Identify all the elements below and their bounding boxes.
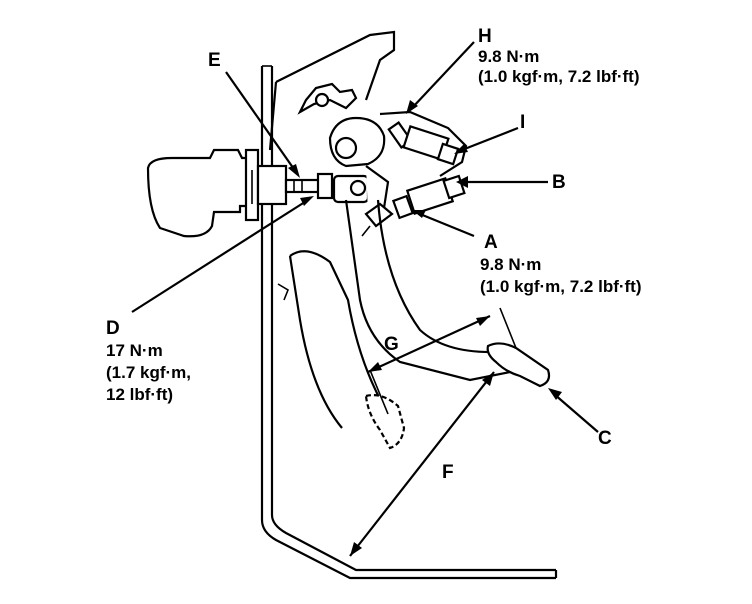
label-h: H <box>478 26 492 47</box>
switch-b <box>391 174 466 220</box>
label-f: F <box>442 462 454 483</box>
h-torque: 9.8 N·m <box>478 47 539 66</box>
a-torque: 9.8 N·m <box>480 255 541 274</box>
d-torque-alt-1: (1.7 kgf·m, <box>106 363 191 382</box>
clutch-pedal <box>277 250 406 450</box>
label-g: G <box>384 334 399 355</box>
pedal-pivot-assembly <box>297 82 394 237</box>
leader-lines <box>131 41 599 433</box>
d-torque-alt-2: 12 lbf·ft) <box>106 385 173 404</box>
dimension-g <box>367 307 517 415</box>
master-cylinder <box>146 148 288 238</box>
pedal-bracket <box>268 30 468 177</box>
push-rod <box>284 172 334 200</box>
label-d: D <box>106 318 120 339</box>
brake-pedal <box>344 199 551 388</box>
label-c: C <box>598 428 612 449</box>
h-torque-alt: (1.0 kgf·m, 7.2 lbf·ft) <box>478 67 640 86</box>
dimension-f <box>349 371 495 557</box>
label-a: A <box>484 232 498 253</box>
d-torque: 17 N·m <box>106 341 163 360</box>
label-e: E <box>208 50 221 71</box>
switch-i <box>387 121 460 166</box>
firewall-panel <box>260 65 558 580</box>
label-i: I <box>520 112 525 133</box>
label-b: B <box>552 172 566 193</box>
a-torque-alt: (1.0 kgf·m, 7.2 lbf·ft) <box>480 277 642 296</box>
